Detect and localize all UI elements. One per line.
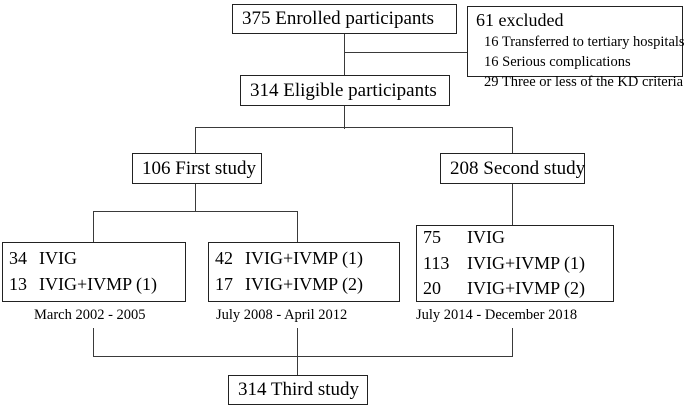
connector-merge-bar [93,356,513,357]
excluded-reason: 29 Three or less of the KD criteria [484,73,684,90]
group-a-period: March 2002 - 2005 [34,307,146,323]
node-enrolled-participants: 375 Enrolled participants [232,4,457,34]
node-group-c: 75 IVIG 113 IVIG+IVMP (1) 20 IVIG+IVMP (… [416,225,614,302]
enrolled-label: 375 Enrolled participants [242,8,435,30]
treatment-name: IVIG+IVMP (1) [39,274,157,294]
treatment-count: 42 [215,248,233,269]
node-eligible-participants: 314 Eligible participants [240,75,450,106]
treatment-count: 113 [423,252,450,273]
connector-to-group-a [93,211,94,242]
connector-group-b-riser [297,328,298,357]
excluded-reason: 16 Transferred to tertiary hospitals [484,33,685,50]
connector-first-study-down [195,184,196,211]
connector-to-second-study [512,127,513,154]
treatment-name: IVIG+IVMP (2) [467,278,585,299]
treatment-count: 34 [9,248,27,269]
connector-first-study-split-bar [93,211,298,212]
group-b-period: July 2008 - April 2012 [216,307,348,323]
treatment-name: IVIG [467,227,505,248]
excluded-reason: 16 Serious complications [484,53,631,70]
treatment-count: 75 [423,227,441,248]
second-study-label: 208 Second study [450,157,586,179]
connector-group-a-riser [93,328,94,357]
first-study-label: 106 First study [142,157,257,179]
treatment-count: 17 [215,274,233,294]
node-excluded: 61 excluded 16 Transferred to tertiary h… [467,6,685,90]
connector-group-c-riser [512,328,513,357]
treatment-row: 113 IVIG+IVMP (1) [417,251,613,277]
treatment-row: 42 IVIG+IVMP (1) [209,246,399,272]
treatment-count: 20 [423,278,441,299]
node-group-b: 42 IVIG+IVMP (1) 17 IVIG+IVMP (2) [208,242,400,302]
connector-to-group-c [512,184,513,225]
treatment-row: 75 IVIG [417,225,613,251]
treatment-row: 17 IVIG+IVMP (2) [209,272,399,298]
node-second-study: 208 Second study [440,153,585,184]
node-first-study: 106 First study [132,153,262,184]
connector-to-first-study [195,127,196,154]
connector-to-group-b [297,211,298,242]
connector-to-excluded [344,52,468,53]
connector-to-third-study [297,356,298,376]
treatment-count: 13 [9,274,27,294]
group-c-period: July 2014 - December 2018 [416,307,578,323]
treatment-row: 13 IVIG+IVMP (1) [3,272,185,298]
third-study-label: 314 Third study [238,379,360,401]
treatment-name: IVIG+IVMP (1) [467,252,585,273]
eligible-label: 314 Eligible participants [250,79,437,101]
connector-eligible-split-bar [195,127,513,128]
node-third-study: 314 Third study [228,375,368,405]
treatment-row: 34 IVIG [3,246,185,272]
node-group-a: 34 IVIG 13 IVIG+IVMP (1) [2,242,186,302]
treatment-name: IVIG+IVMP (2) [245,274,363,294]
treatment-name: IVIG [39,248,77,269]
excluded-heading: 61 excluded [476,10,564,30]
treatment-row: 20 IVIG+IVMP (2) [417,276,613,302]
treatment-name: IVIG+IVMP (1) [245,248,363,269]
